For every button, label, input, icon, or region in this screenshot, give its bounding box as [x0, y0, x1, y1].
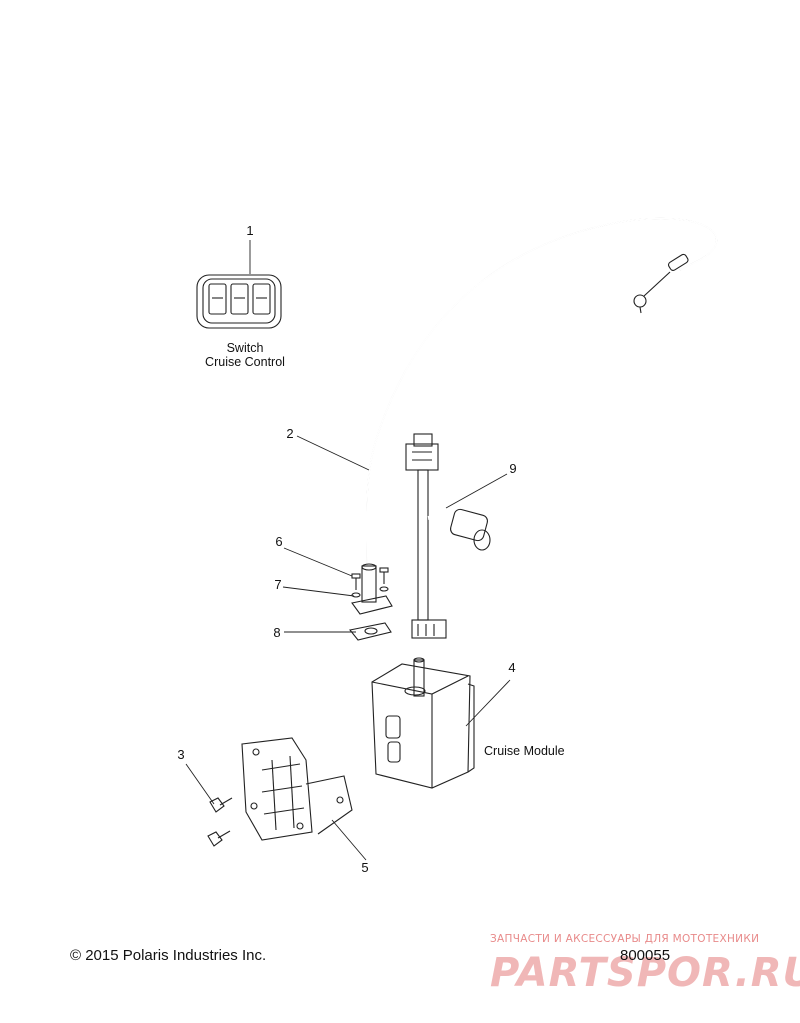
cable-part [365, 217, 718, 567]
callout-4: 4 [508, 660, 515, 675]
cable-mount-part [349, 563, 393, 641]
copyright-text: © 2015 Polaris Industries Inc. [70, 947, 266, 964]
switch-caption-line1: Switch [227, 341, 264, 355]
callout-8: 8 [273, 625, 280, 640]
callout-9: 9 [509, 461, 516, 476]
callout-7: 7 [274, 577, 281, 592]
callout-6: 6 [275, 534, 282, 549]
callout-2: 2 [286, 426, 293, 441]
bolts-part [207, 797, 233, 847]
callout-3: 3 [177, 747, 184, 762]
switch-caption-line2: Cruise Control [205, 355, 285, 369]
callout-5: 5 [361, 860, 368, 875]
watermark-tagline: ЗАПЧАСТИ И АКСЕССУАРЫ ДЛЯ МОТОТЕХНИКИ [490, 933, 759, 945]
harness-part [405, 433, 491, 639]
watermark-brand: PARTSPOR.RU [490, 950, 800, 996]
switch-part [196, 274, 282, 329]
module-part [371, 657, 475, 789]
leader-lines [185, 240, 511, 861]
module-caption: Cruise Module [484, 744, 565, 758]
figure-number: 800055 [620, 947, 670, 964]
callout-1: 1 [246, 223, 253, 238]
bracket-part [241, 737, 353, 841]
